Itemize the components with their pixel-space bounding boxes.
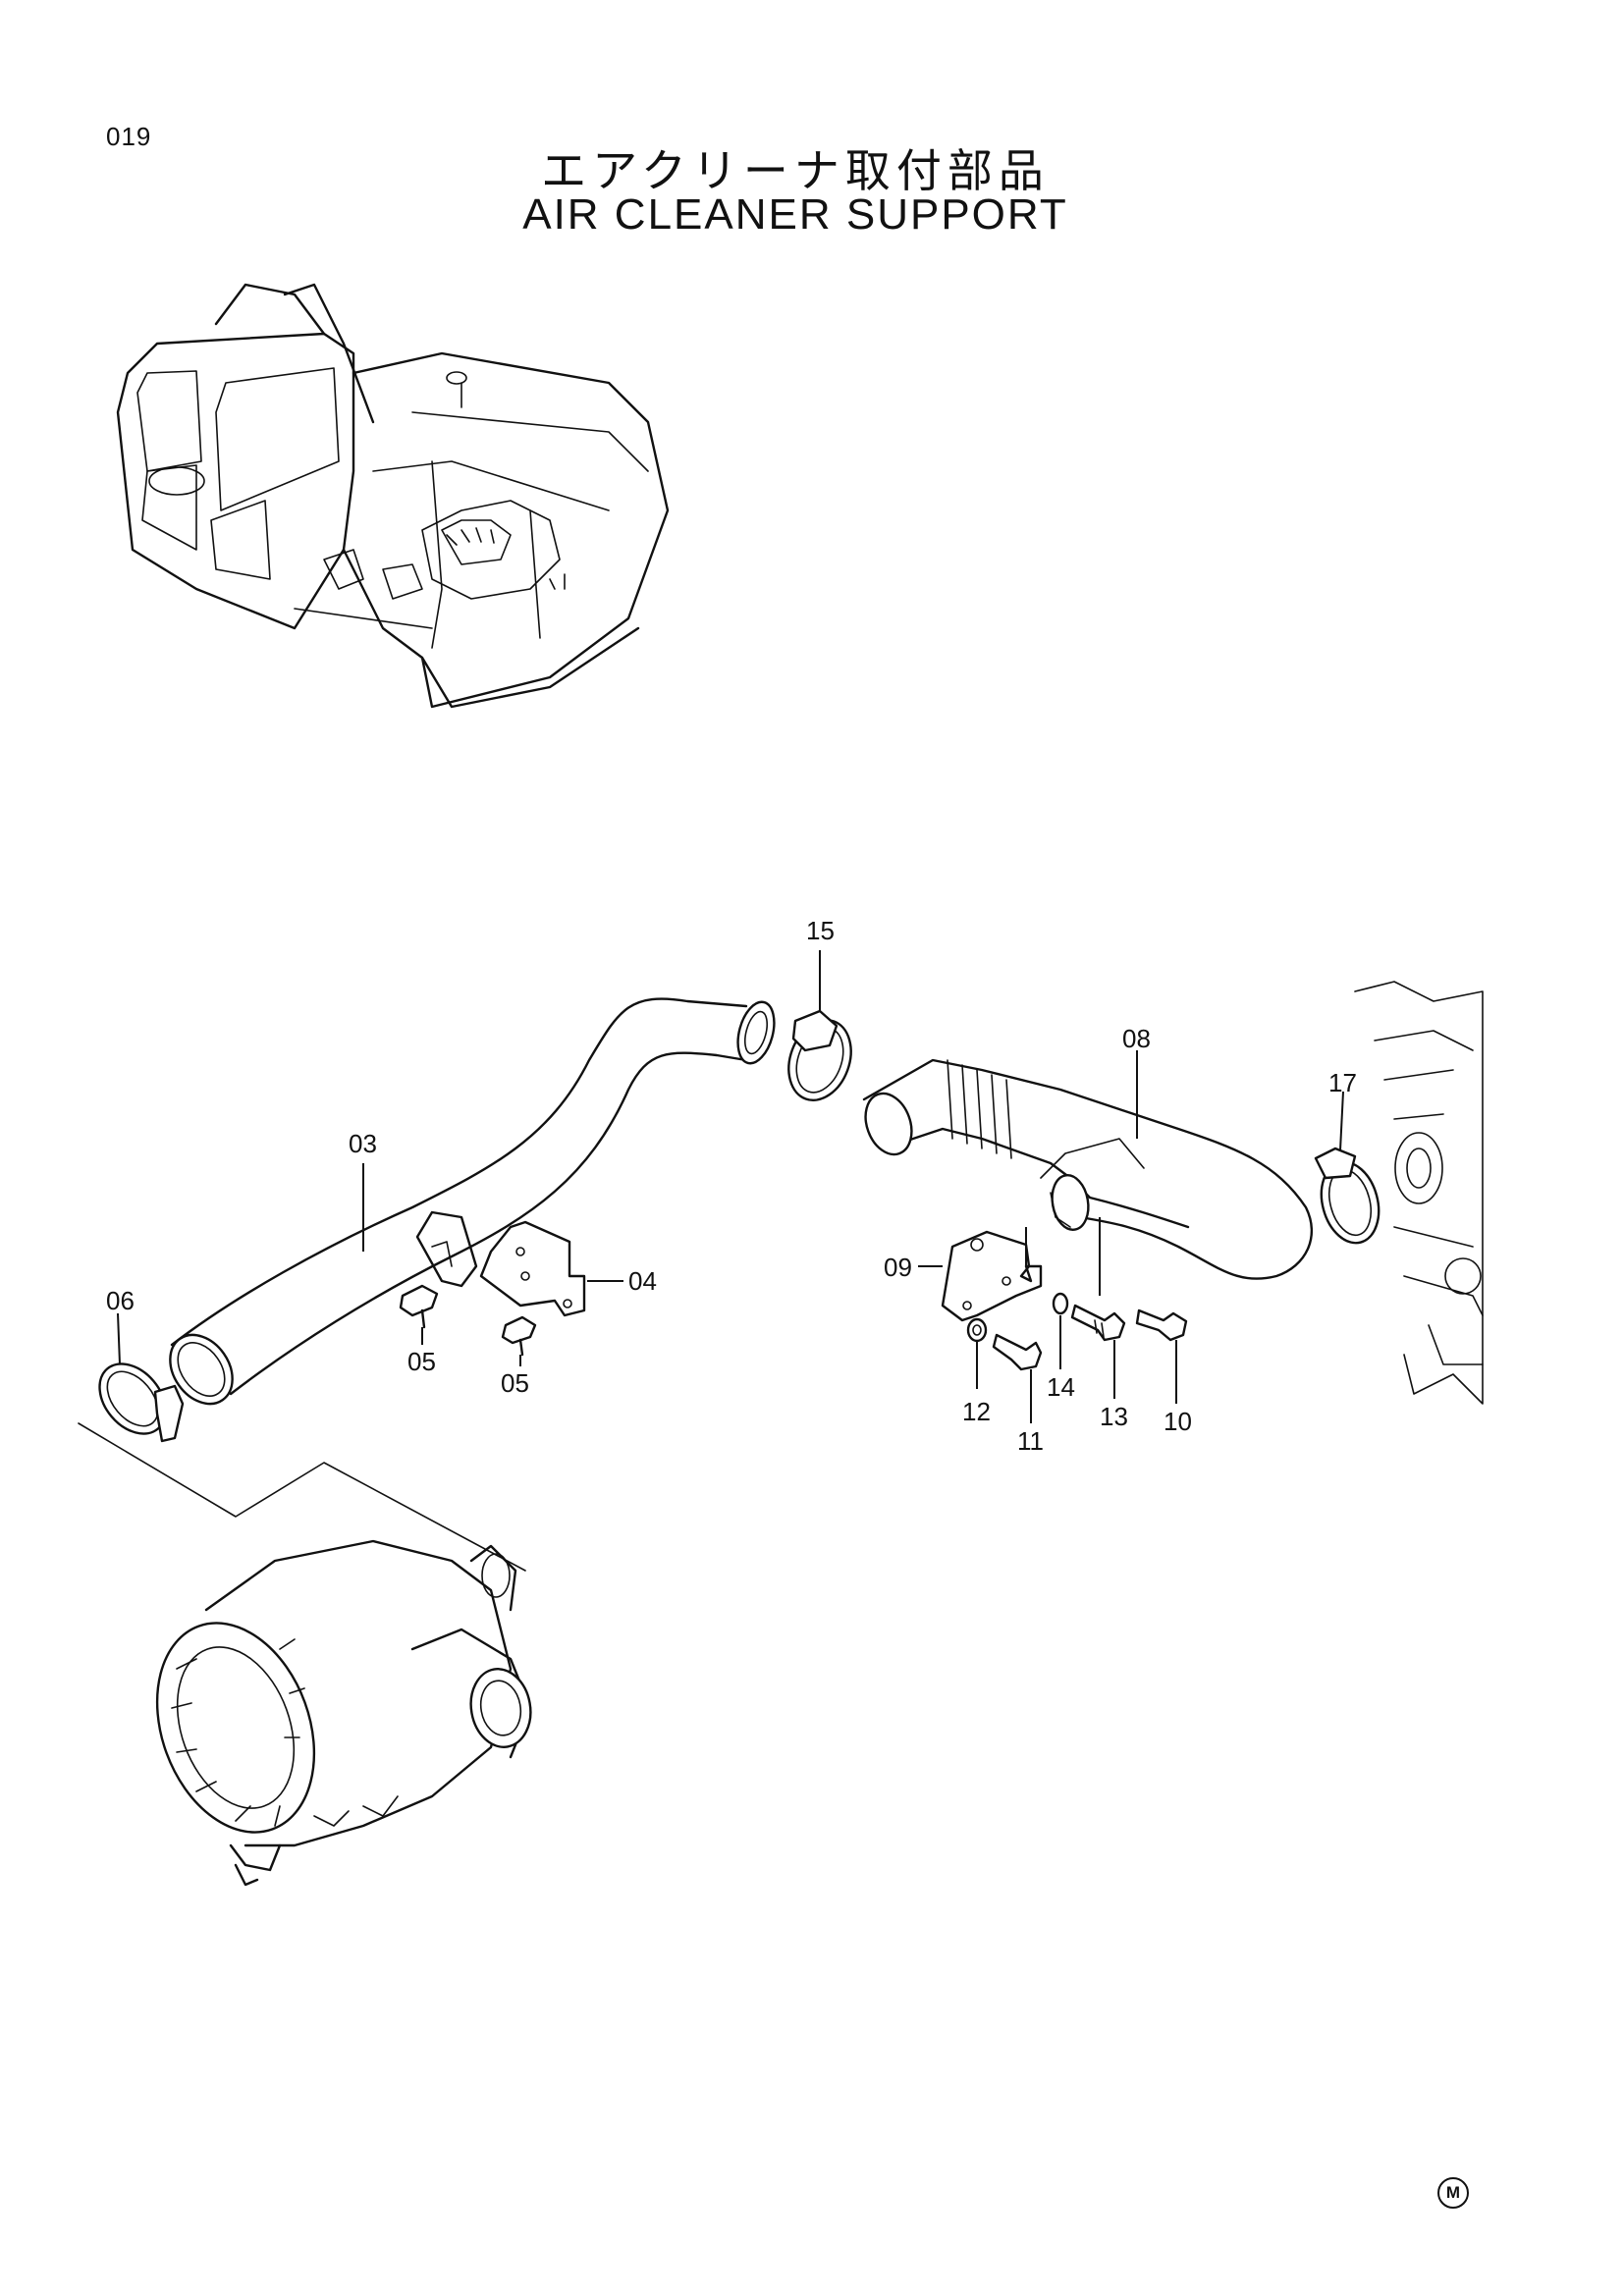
callout-17: 17 [1328,1068,1357,1097]
bolt-13 [1070,1304,1126,1342]
callout-12: 12 [962,1397,991,1426]
part-05-bolts [399,1284,537,1357]
air-cleaner-assembly [155,1539,532,1887]
title-english: AIR CLEANER SUPPORT [522,190,1068,239]
washer-12 [966,1317,988,1343]
callout-15: 15 [806,916,835,945]
part-04-bracket [415,1210,586,1317]
m-mark-symbol: M [1437,2177,1469,2209]
callout-14: 14 [1047,1372,1075,1402]
title-japanese: エアクリーナ取付部品 [541,144,1050,197]
assembly-link-line [78,1422,526,1572]
callout-05-b: 05 [501,1368,529,1398]
washer-14 [1052,1292,1069,1315]
bolt-11 [992,1333,1043,1371]
part-15-clamp [787,1009,852,1101]
bolt-10 [1135,1308,1188,1342]
part-06-clamp [98,1362,185,1443]
part-08-hose [862,1058,1314,1280]
callout-09: 09 [884,1253,912,1282]
excavator-overview [116,283,670,709]
callout-06: 06 [106,1286,135,1315]
callout-08: 08 [1122,1024,1151,1053]
callout-03: 03 [349,1129,377,1158]
callout-05-a: 05 [407,1347,436,1376]
callout-04: 04 [628,1266,657,1296]
page-number: 019 [106,122,152,151]
callout-11: 11 [1017,1426,1044,1456]
callout-13: 13 [1100,1402,1128,1431]
leader-lines [117,950,1344,1423]
part-17-clamp [1314,1147,1380,1245]
part-03-hose [169,997,776,1406]
parts-10-14-fasteners [966,1292,1188,1371]
engine-partial [1354,981,1484,1405]
callout-10: 10 [1164,1407,1192,1436]
